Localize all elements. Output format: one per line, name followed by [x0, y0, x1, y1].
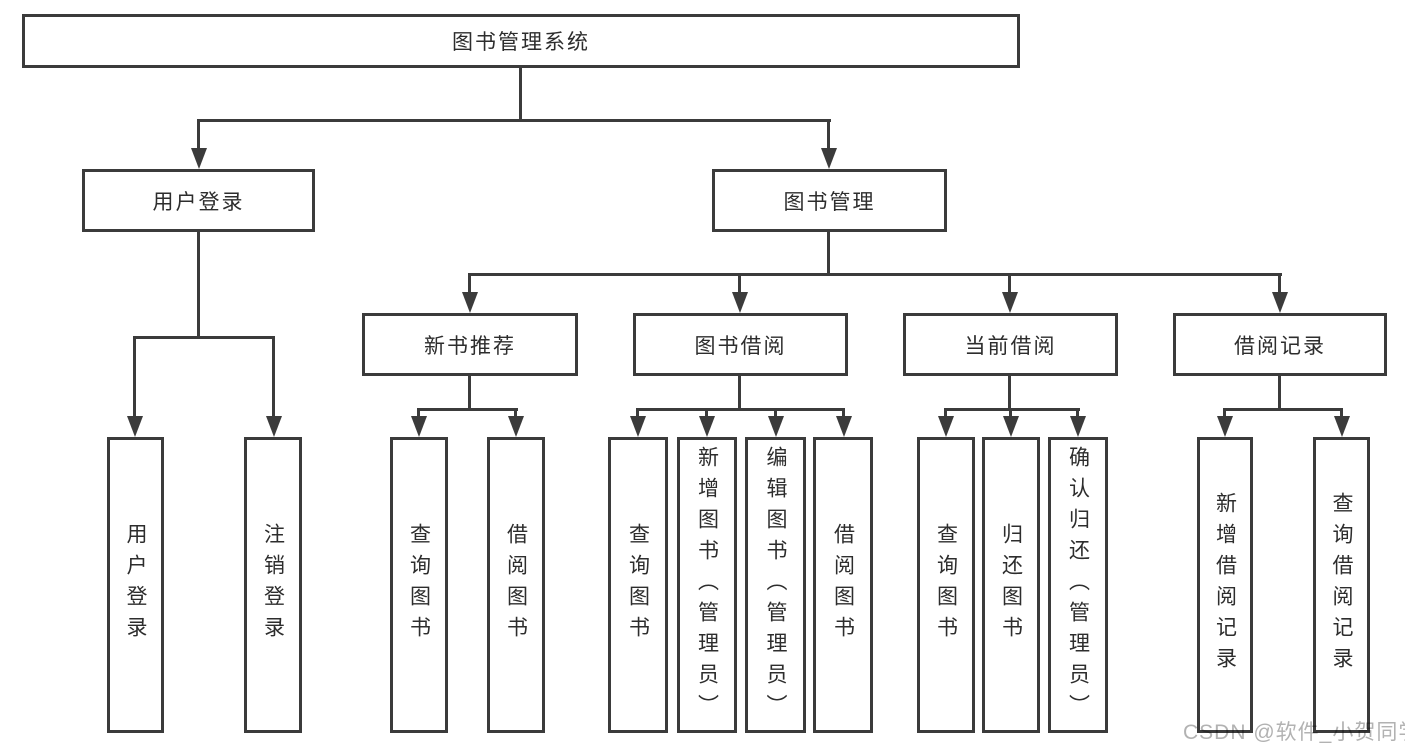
connector-level3-branch	[468, 273, 1282, 276]
arrow-down-icon	[1002, 292, 1018, 313]
connector-leaf-stem	[1340, 408, 1343, 420]
connector-book-borrow-down	[738, 376, 741, 408]
connector-new-book-rec-stem	[468, 273, 471, 298]
node-user-login-label: 用户登录	[152, 190, 245, 214]
connector-book-mgmt-stem	[827, 119, 830, 159]
node-borrow-records: 借阅记录	[1173, 313, 1387, 376]
connector-user-login-down	[197, 232, 200, 336]
arrow-down-icon	[1272, 292, 1288, 313]
connector-current-borrow-down	[1008, 376, 1011, 408]
leaf-user-login: 用户登录	[107, 437, 164, 733]
connector-borrow-records-down	[1278, 376, 1281, 408]
leaf-logout-label: 注销登录	[261, 523, 285, 647]
connector-leaf-stem	[272, 336, 275, 416]
connector-borrow-leaves-branch	[636, 408, 845, 411]
connector-book-mgmt-down	[827, 232, 830, 276]
node-current-borrowing-label: 当前借阅	[964, 334, 1057, 358]
connector-leaf-stem	[133, 336, 136, 416]
connector-new-book-rec-down	[468, 376, 471, 408]
leaf-borrow-edit-books-admin: 编辑图书（管理员）	[745, 437, 806, 733]
arrow-down-icon	[191, 148, 207, 169]
leaf-records-query-borrow-record-label: 查询借阅记录	[1330, 492, 1353, 678]
node-root-label: 图书管理系统	[452, 31, 590, 54]
arrow-down-icon	[768, 416, 784, 437]
connector-leaf-stem	[842, 408, 845, 420]
node-borrow-records-label: 借阅记录	[1234, 334, 1326, 358]
arrow-down-icon	[732, 292, 748, 313]
connector-leaf-stem	[1223, 408, 1226, 420]
leaf-current-confirm-return-admin-label: 确认归还（管理员）	[1066, 445, 1090, 725]
node-current-borrowing: 当前借阅	[903, 313, 1118, 376]
arrow-down-icon	[508, 416, 524, 437]
connector-user-login-stem	[197, 119, 200, 159]
arrow-down-icon	[699, 416, 715, 437]
node-book-management: 图书管理	[712, 169, 947, 232]
leaf-records-query-borrow-record: 查询借阅记录	[1313, 437, 1370, 733]
csdn-watermark: CSDN @软件_小贺同学	[1183, 721, 1405, 744]
leaf-borrow-borrow-books-label: 借阅图书	[831, 523, 855, 647]
arrow-down-icon	[1217, 416, 1233, 437]
connector-leaf-stem	[944, 408, 947, 420]
leaf-current-query-books: 查询图书	[917, 437, 975, 733]
arrow-down-icon	[821, 148, 837, 169]
connector-rec-leaves-branch	[417, 408, 518, 411]
connector-leaf-stem	[417, 408, 420, 420]
leaf-borrow-query-books: 查询图书	[608, 437, 668, 733]
node-new-book-recommendation-label: 新书推荐	[424, 334, 516, 358]
leaf-current-query-books-label: 查询图书	[934, 523, 958, 647]
node-book-management-label: 图书管理	[783, 190, 876, 214]
arrow-down-icon	[411, 416, 427, 437]
connector-login-leaves-branch	[133, 336, 275, 339]
node-book-borrowing-label: 图书借阅	[694, 334, 787, 358]
connector-records-leaves-branch	[1223, 408, 1343, 411]
connector-leaf-stem	[514, 408, 517, 420]
leaf-recommend-borrow-books: 借阅图书	[487, 437, 545, 733]
leaf-borrow-add-books-admin: 新增图书（管理员）	[677, 437, 737, 733]
arrow-down-icon	[266, 416, 282, 437]
arrow-down-icon	[1003, 416, 1019, 437]
node-root: 图书管理系统	[22, 14, 1020, 68]
connector-leaf-stem	[774, 408, 777, 420]
node-user-login: 用户登录	[82, 169, 315, 232]
arrow-down-icon	[1070, 416, 1086, 437]
leaf-current-return-books: 归还图书	[982, 437, 1040, 733]
leaf-current-return-books-label: 归还图书	[999, 523, 1023, 647]
leaf-recommend-query-books: 查询图书	[390, 437, 448, 733]
connector-leaf-stem	[1076, 408, 1079, 420]
arrow-down-icon	[836, 416, 852, 437]
leaf-borrow-add-books-admin-label: 新增图书（管理员）	[695, 445, 719, 725]
leaf-recommend-borrow-books-label: 借阅图书	[504, 523, 528, 647]
connector-level2-branch	[197, 119, 831, 122]
connector-borrow-records-stem	[1278, 273, 1281, 298]
leaf-current-confirm-return-admin: 确认归还（管理员）	[1048, 437, 1108, 733]
connector-leaf-stem	[636, 408, 639, 420]
leaf-recommend-query-books-label: 查询图书	[407, 523, 431, 647]
connector-leaf-stem	[705, 408, 708, 420]
connector-current-borrow-stem	[1008, 273, 1011, 298]
connector-book-borrow-stem	[738, 273, 741, 298]
connector-current-leaves-branch	[944, 408, 1080, 411]
arrow-down-icon	[938, 416, 954, 437]
node-book-borrowing: 图书借阅	[633, 313, 848, 376]
leaf-records-add-borrow-record-label: 新增借阅记录	[1213, 492, 1237, 678]
arrow-down-icon	[1334, 416, 1350, 437]
leaf-records-add-borrow-record: 新增借阅记录	[1197, 437, 1253, 733]
leaf-user-login-label: 用户登录	[124, 523, 147, 647]
node-new-book-recommendation: 新书推荐	[362, 313, 578, 376]
connector-leaf-stem	[1009, 408, 1012, 420]
leaf-borrow-query-books-label: 查询图书	[626, 523, 650, 647]
leaf-borrow-edit-books-admin-label: 编辑图书（管理员）	[764, 445, 787, 725]
leaf-logout: 注销登录	[244, 437, 302, 733]
arrow-down-icon	[630, 416, 646, 437]
connector-root-stem	[519, 68, 522, 122]
arrow-down-icon	[462, 292, 478, 313]
arrow-down-icon	[127, 416, 143, 437]
leaf-borrow-borrow-books: 借阅图书	[813, 437, 873, 733]
